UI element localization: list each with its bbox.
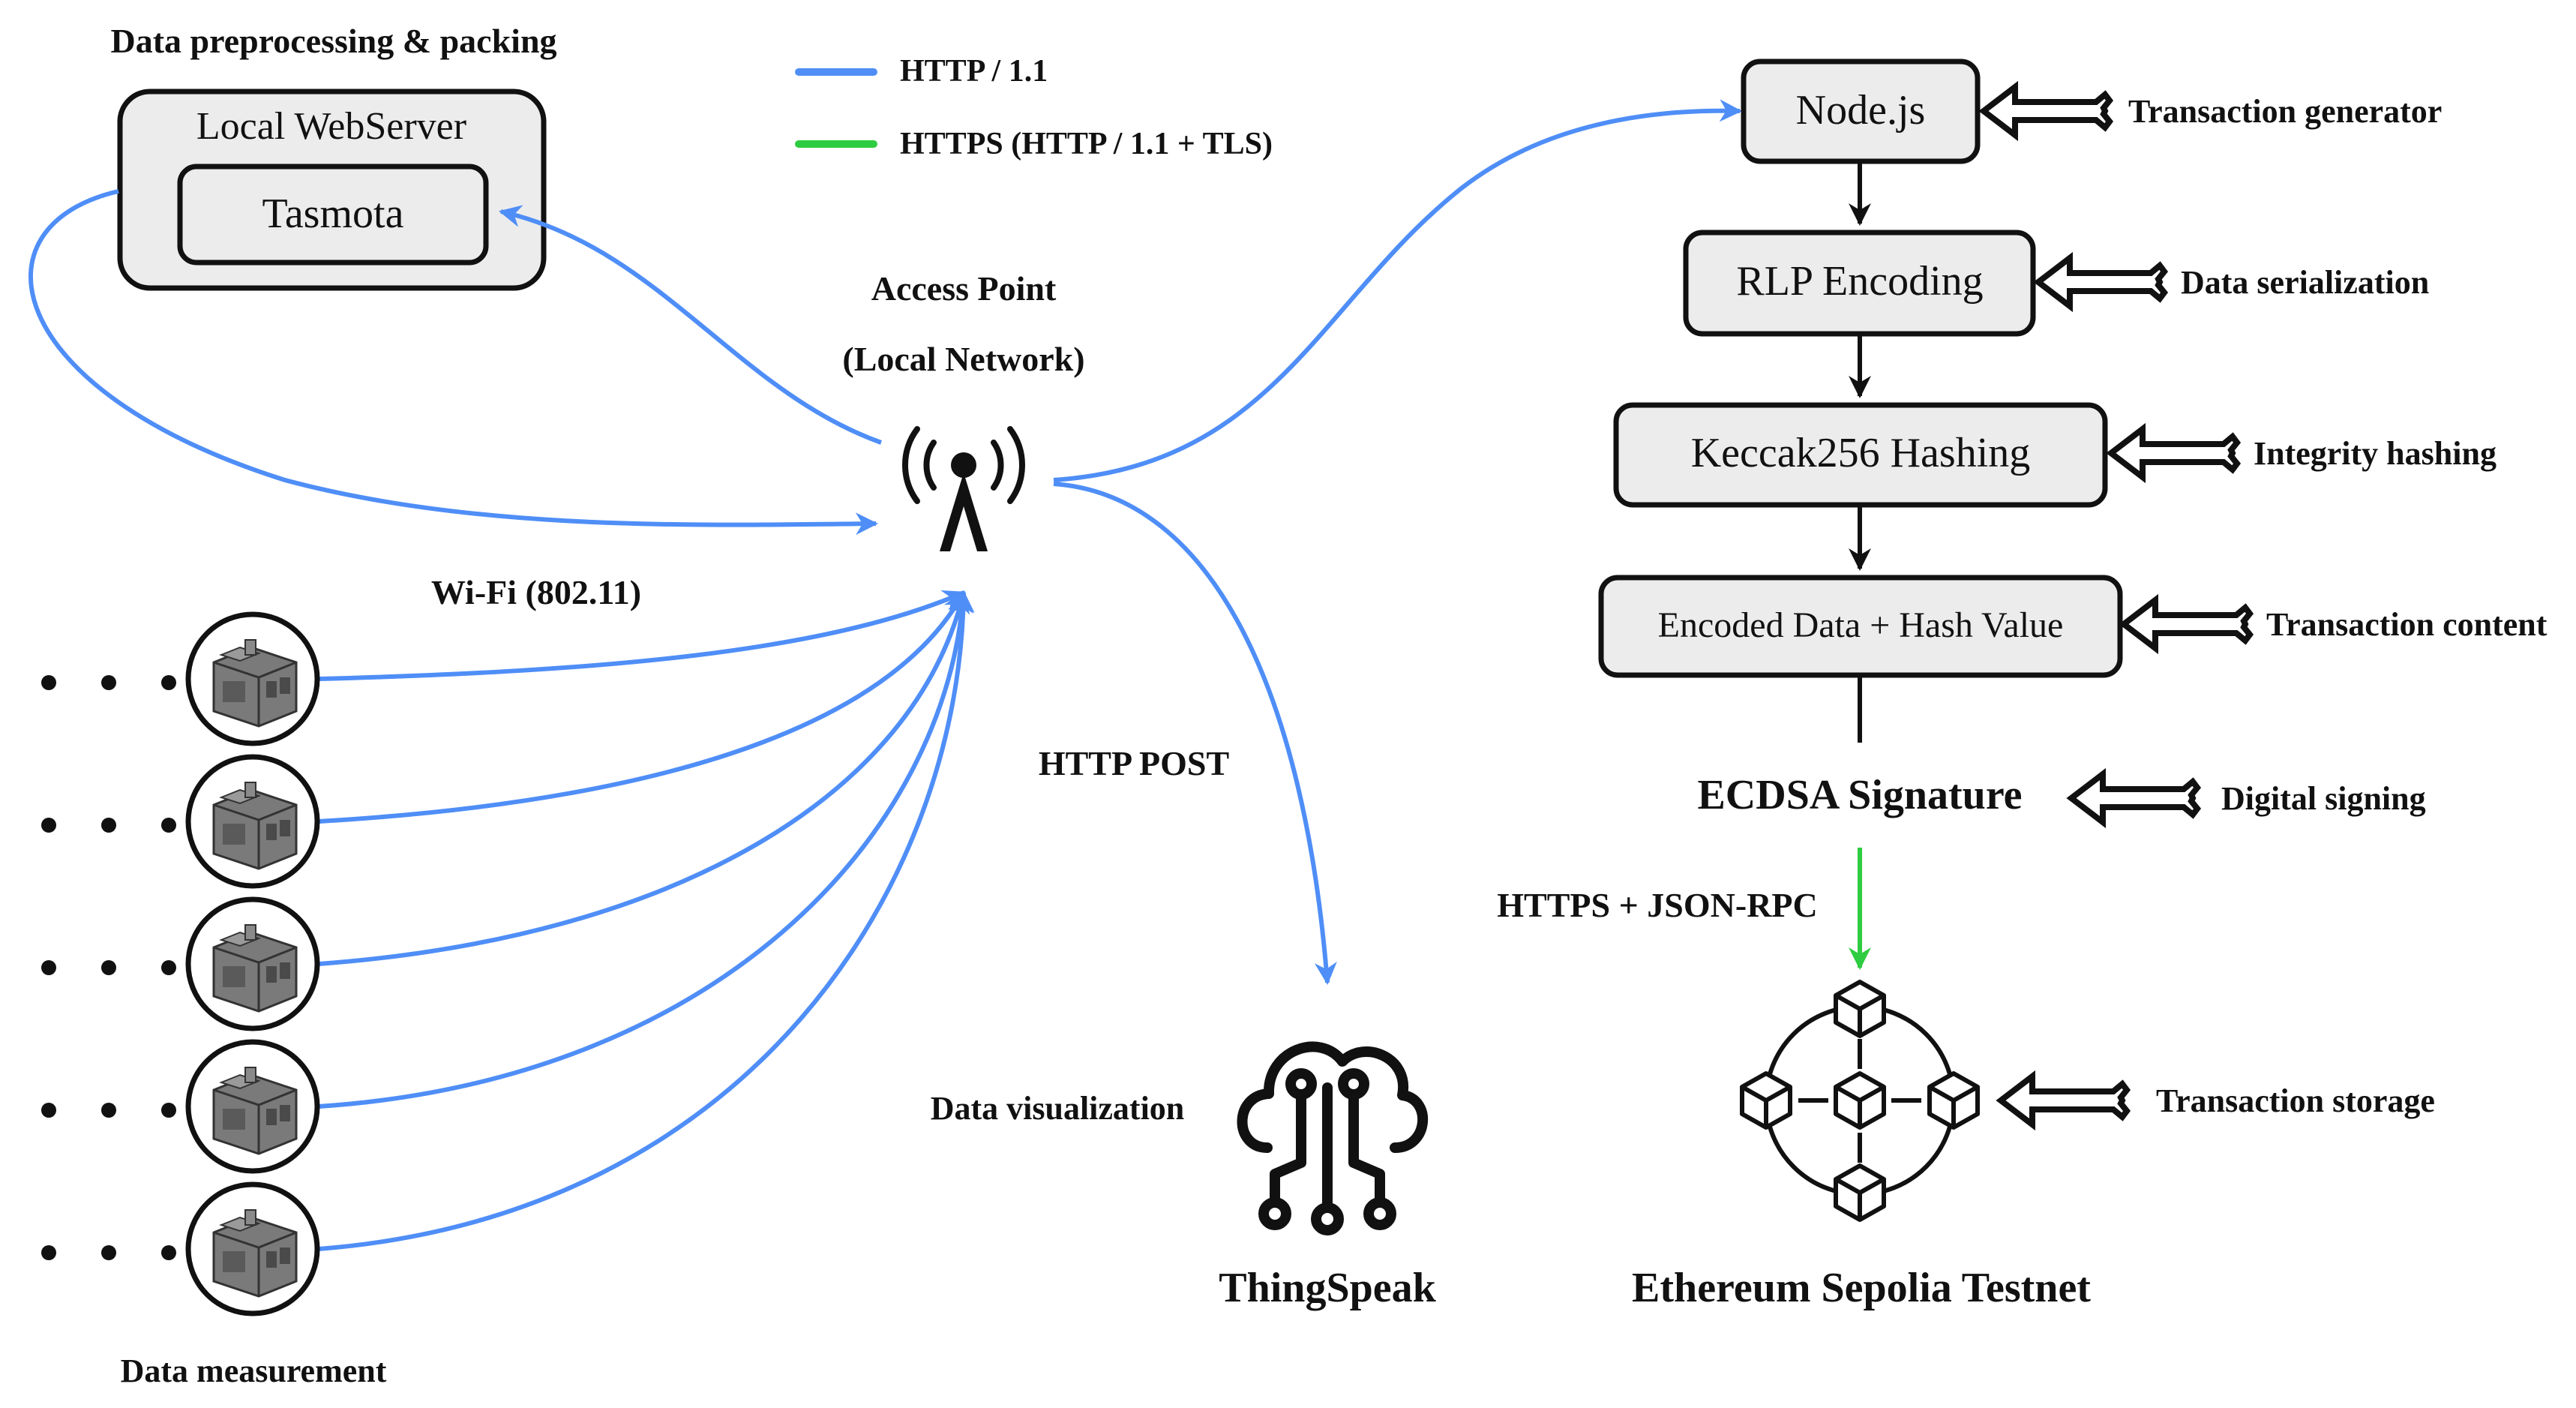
legend: HTTP / 1.1 HTTPS (HTTP / 1.1 + TLS) — [795, 54, 1273, 161]
access-point-subtitle: (Local Network) — [842, 340, 1084, 378]
ethereum-network-name: Ethereum Sepolia Testnet — [1632, 1265, 2091, 1311]
hollow-left-arrow-icon — [2001, 1076, 2127, 1124]
ellipsis-dots — [41, 1103, 176, 1118]
device-5-link — [318, 590, 975, 1251]
hollow-left-arrow-icon — [2111, 429, 2237, 477]
data-visualization-label: Data visualization — [931, 1090, 1185, 1127]
nodejs-note: Transaction generator — [2128, 93, 2442, 130]
device-3-link — [318, 590, 970, 966]
wifi-label: Wi-Fi (802.11) — [431, 573, 641, 611]
device-2 — [41, 757, 317, 886]
ellipsis-dots — [41, 960, 176, 975]
smart-plug-device-icon — [188, 757, 317, 886]
https-rpc-label: HTTPS + JSON-RPC — [1497, 886, 1817, 924]
local-webserver-label: Local WebServer — [196, 105, 466, 148]
pipeline-step-nodejs: Node.js Transaction generator — [1741, 59, 2442, 164]
cloud-circuit-icon — [1237, 1041, 1429, 1235]
pipeline-step-rlp: RLP Encoding Data serialization — [1683, 230, 2429, 337]
device-3 — [41, 899, 317, 1028]
preprocessing-caption: Data preprocessing & packing — [110, 22, 556, 60]
ap-to-nodejs-link — [1053, 99, 1742, 482]
http-connections-left — [28, 189, 975, 1251]
nodejs-box-label: Node.js — [1796, 87, 1926, 134]
ecdsa-signature-label: ECDSA Signature — [1697, 772, 2022, 818]
blockchain-network-icon — [1742, 982, 1978, 1220]
thingspeak-name: ThingSpeak — [1219, 1265, 1436, 1311]
ellipsis-dots — [41, 1245, 176, 1260]
access-point-title: Access Point — [871, 269, 1057, 308]
device-column — [41, 614, 317, 1313]
ellipsis-dots — [41, 675, 176, 690]
tasmota-label: Tasmota — [262, 191, 404, 237]
ap-to-thingspeak-link — [1053, 482, 1337, 985]
pipeline: Node.js Transaction generator RLP Encodi… — [1497, 59, 2548, 1311]
smart-plug-device-icon — [188, 1042, 317, 1171]
signature-note: Digital signing — [2221, 780, 2426, 817]
device-4-link — [318, 590, 973, 1109]
tasmota-box — [177, 164, 489, 266]
hollow-left-arrow-icon — [2124, 600, 2250, 648]
device-1 — [41, 614, 317, 743]
pipeline-step-encoded: Encoded Data + Hash Value Transaction co… — [1598, 575, 2548, 678]
pipeline-step-signature: ECDSA Signature Digital signing — [1697, 772, 2426, 822]
keccak-note: Integrity hashing — [2254, 435, 2497, 472]
webserver-to-ap-link — [28, 189, 878, 536]
http-connections-right — [1053, 99, 1742, 985]
device-4 — [41, 1042, 317, 1171]
encoded-box-label: Encoded Data + Hash Value — [1658, 605, 2064, 645]
device-5 — [41, 1184, 317, 1313]
smart-plug-device-icon — [188, 614, 317, 743]
ellipsis-dots — [41, 818, 176, 833]
device-2-link — [318, 590, 966, 824]
smart-plug-device-icon — [188, 1184, 317, 1313]
http-post-label: HTTP POST — [1039, 744, 1229, 782]
hollow-left-arrow-icon — [2038, 258, 2164, 306]
pipeline-step-keccak: Keccak256 Hashing Integrity hashing — [1613, 402, 2497, 508]
legend-https-label: HTTPS (HTTP / 1.1 + TLS) — [900, 127, 1273, 161]
storage-note: Transaction storage — [2156, 1082, 2435, 1119]
encoded-note: Transaction content — [2266, 606, 2548, 643]
device-1-link — [318, 590, 966, 681]
rlp-note: Data serialization — [2181, 264, 2429, 301]
data-measurement-caption: Data measurement — [121, 1352, 387, 1389]
antenna-tower-icon — [902, 426, 1025, 551]
hollow-left-arrow-icon — [2071, 774, 2197, 822]
hollow-left-arrow-icon — [1984, 87, 2110, 135]
keccak-box-label: Keccak256 Hashing — [1691, 430, 2031, 476]
local-webserver-box: Local WebServer Tasmota — [117, 89, 547, 291]
rlp-box-label: RLP Encoding — [1736, 258, 1983, 305]
smart-plug-device-icon — [188, 899, 317, 1028]
ap-to-tasmota-link — [499, 205, 883, 445]
legend-http-label: HTTP / 1.1 — [900, 54, 1048, 89]
